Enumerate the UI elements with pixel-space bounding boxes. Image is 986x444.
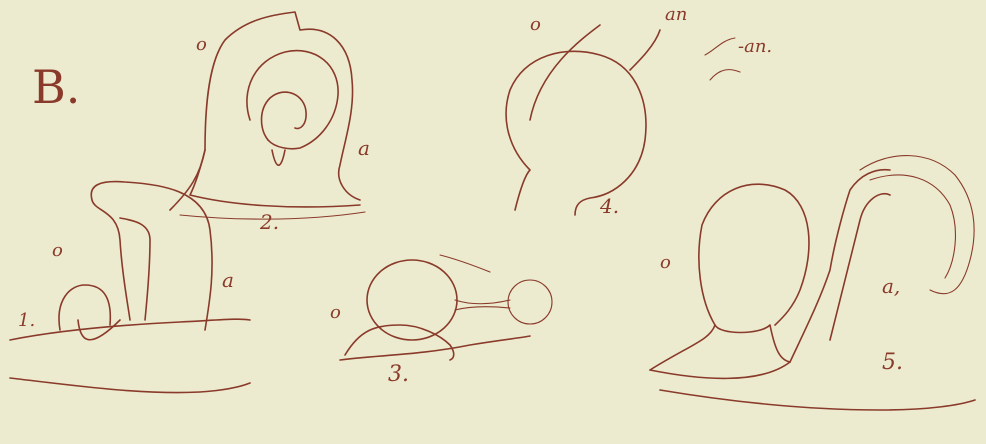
figure-1-label-o: o: [52, 240, 63, 261]
figure-2-label-a: a: [358, 136, 370, 160]
figure-1-label-a: a: [222, 268, 234, 292]
figure-3-drawing: [340, 255, 552, 360]
figure-3-label-o: o: [330, 302, 341, 323]
figure-4-label-an: an: [665, 4, 687, 25]
figure-4-drawing: [506, 25, 740, 215]
figure-2-label-o: o: [196, 34, 207, 55]
figure-2-number: 2.: [260, 210, 279, 234]
plate-label: B.: [32, 60, 80, 114]
figure-4-label-an-2: -an.: [738, 36, 772, 57]
figure-4-label-o: o: [530, 14, 541, 35]
figure-1-number: 1.: [18, 310, 35, 331]
figure-5-label-a: a,: [882, 274, 900, 298]
figure-4-number: 4.: [600, 194, 619, 218]
figure-5-drawing: [650, 156, 975, 410]
figure-5-label-o: o: [660, 252, 671, 273]
figure-5-number: 5.: [882, 350, 903, 375]
figure-1-drawing: [10, 182, 250, 393]
figure-3-number: 3.: [388, 362, 409, 387]
